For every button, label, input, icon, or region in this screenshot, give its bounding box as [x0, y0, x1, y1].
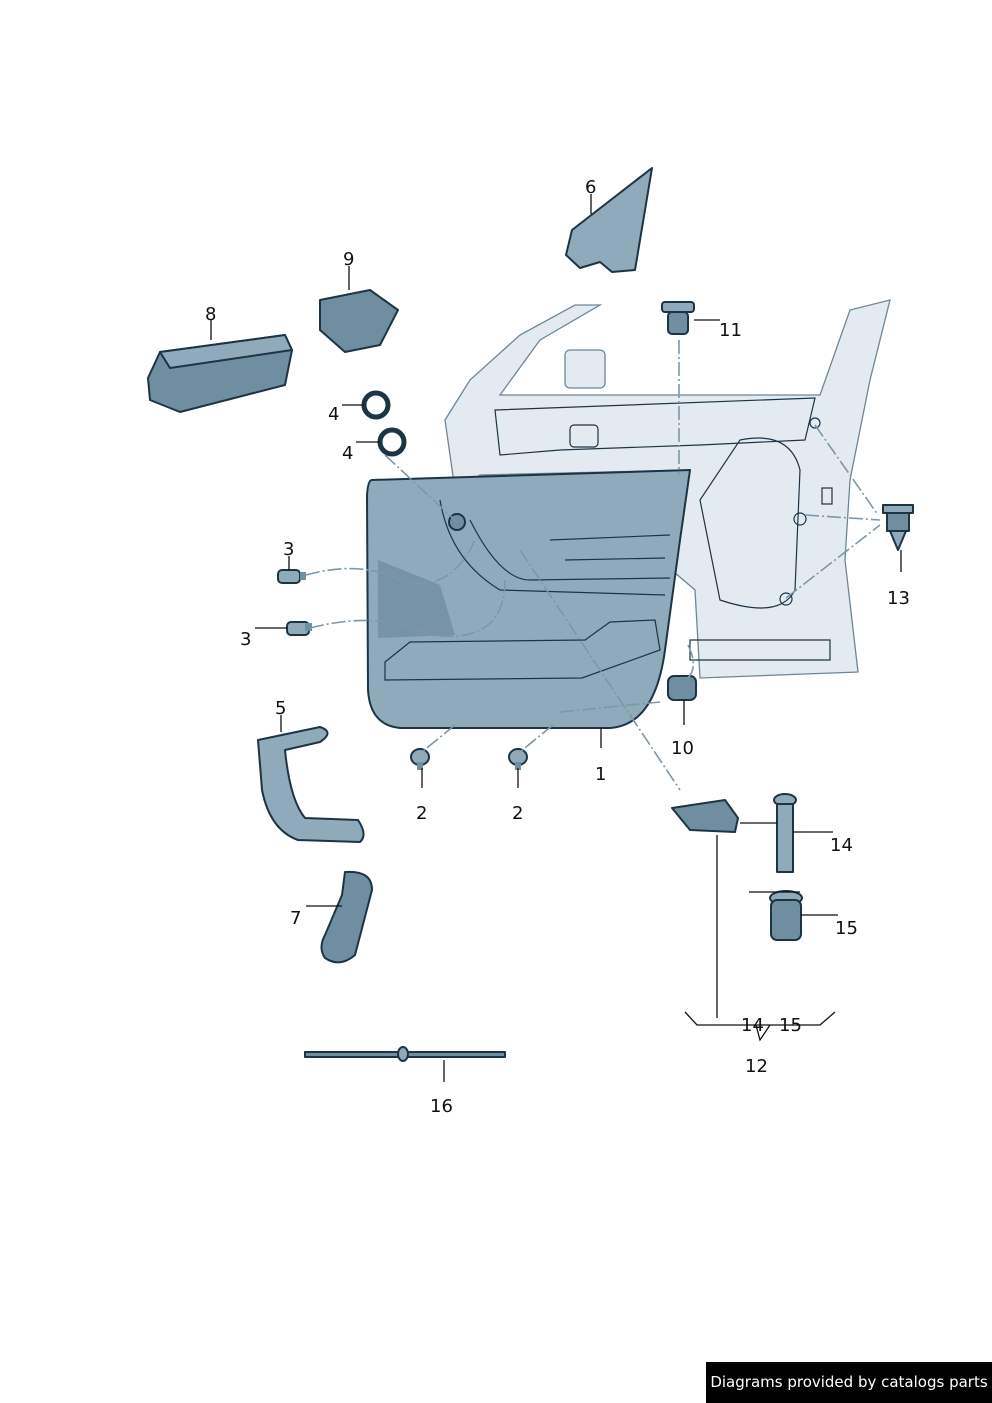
strip-part-16: [304, 1046, 506, 1062]
switch-bezel-part-9: [319, 289, 399, 353]
screw-part-2: [508, 748, 528, 770]
callout-2: 2: [512, 803, 523, 824]
callout-15: 15: [835, 918, 858, 939]
callout-15-sub: 15: [779, 1015, 802, 1036]
callout-9: 9: [343, 249, 354, 270]
sleeve-part-15: [769, 890, 803, 941]
screw-part-3: [286, 621, 312, 636]
callout-10: 10: [671, 738, 694, 759]
callout-4: 4: [328, 404, 339, 425]
handle-part-7: [320, 870, 373, 964]
screw-part-3: [277, 569, 306, 584]
clip-part-13: [882, 504, 914, 551]
pin-part-14: [773, 793, 797, 873]
callout-8: 8: [205, 304, 216, 325]
callout-14: 14: [830, 835, 853, 856]
door-handle-part-12: [671, 799, 739, 833]
callout-labels: 1 2 2 3 3 4 4 5 6 7 8 9 10 11 12 13 14 1…: [205, 177, 910, 1117]
callout-12: 12: [745, 1056, 768, 1077]
window-switch-part-8: [147, 334, 293, 413]
callout-14-sub: 14: [741, 1015, 764, 1036]
clip-part-10: [667, 675, 697, 701]
screw-part-2: [410, 748, 430, 770]
clip-part-11: [661, 301, 695, 335]
callout-6: 6: [585, 177, 596, 198]
callout-3: 3: [240, 629, 251, 650]
ring-part-4a: [361, 390, 391, 420]
credit-badge: Diagrams provided by catalogs parts: [706, 1362, 992, 1403]
callout-3: 3: [283, 539, 294, 560]
callout-2: 2: [416, 803, 427, 824]
callout-5: 5: [275, 698, 286, 719]
callout-7: 7: [290, 908, 301, 929]
callout-11: 11: [719, 320, 742, 341]
callout-4: 4: [342, 443, 353, 464]
ring-part-4b: [377, 427, 407, 457]
callout-16: 16: [430, 1096, 453, 1117]
callout-1: 1: [595, 764, 606, 785]
mirror-trim-part-6: [565, 167, 653, 273]
door-trim-panel: [366, 469, 691, 729]
callout-13: 13: [887, 588, 910, 609]
grab-handle-part-5: [257, 726, 365, 843]
